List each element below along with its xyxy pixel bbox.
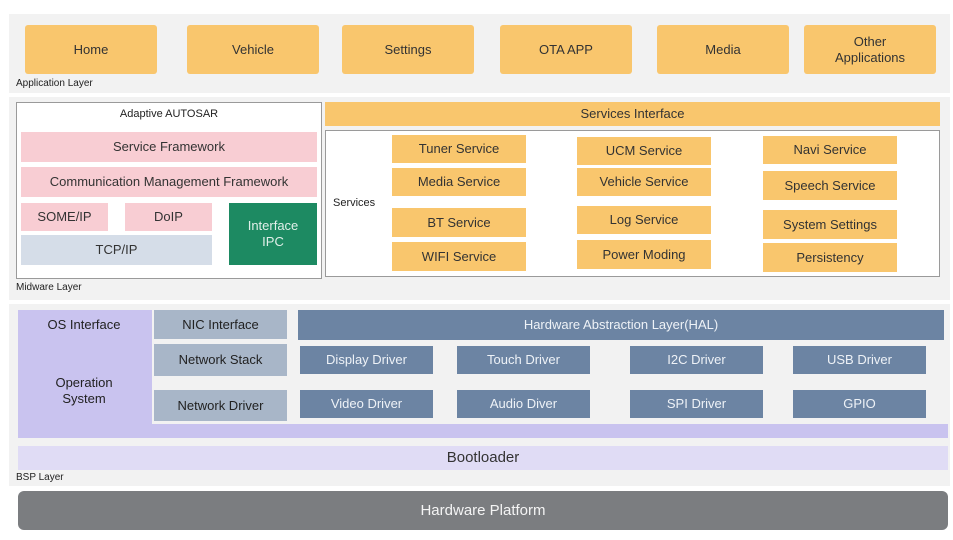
application-layer xyxy=(9,14,950,93)
bsp-layer-label: BSP Layer xyxy=(16,472,64,483)
hal[interactable]: Hardware Abstraction Layer(HAL) xyxy=(298,310,944,340)
touch-driver[interactable]: Touch Driver xyxy=(457,346,590,374)
power-moding[interactable]: Power Moding xyxy=(577,240,711,269)
app-other[interactable]: Other Applications xyxy=(804,25,936,74)
services-label: Services xyxy=(333,197,376,209)
vehicle-service[interactable]: Vehicle Service xyxy=(577,168,711,196)
gpio[interactable]: GPIO xyxy=(793,390,926,418)
media-service[interactable]: Media Service xyxy=(392,168,526,196)
bootloader[interactable]: Bootloader xyxy=(18,446,948,470)
adaptive-autosar-title: Adaptive AUTOSAR xyxy=(119,108,219,120)
nic-interface[interactable]: NIC Interface xyxy=(154,310,287,339)
service-framework[interactable]: Service Framework xyxy=(21,132,317,162)
i2c-driver[interactable]: I2C Driver xyxy=(630,346,763,374)
video-driver[interactable]: Video Driver xyxy=(300,390,433,418)
someip[interactable]: SOME/IP xyxy=(21,203,108,231)
communication-management-framework[interactable]: Communication Management Framework xyxy=(21,167,317,197)
app-vehicle[interactable]: Vehicle xyxy=(187,25,319,74)
tcpip[interactable]: TCP/IP xyxy=(21,235,212,265)
network-stack[interactable]: Network Stack xyxy=(154,344,287,376)
persistency[interactable]: Persistency xyxy=(763,243,897,272)
log-service[interactable]: Log Service xyxy=(577,206,711,234)
system-settings[interactable]: System Settings xyxy=(763,210,897,239)
usb-driver[interactable]: USB Driver xyxy=(793,346,926,374)
ucm-service[interactable]: UCM Service xyxy=(577,137,711,165)
app-media[interactable]: Media xyxy=(657,25,789,74)
tuner-service[interactable]: Tuner Service xyxy=(392,135,526,163)
network-driver[interactable]: Network Driver xyxy=(154,390,287,421)
display-driver[interactable]: Display Driver xyxy=(300,346,433,374)
app-home[interactable]: Home xyxy=(25,25,157,74)
doip[interactable]: DoIP xyxy=(125,203,212,231)
audio-driver[interactable]: Audio Diver xyxy=(457,390,590,418)
wifi-service[interactable]: WIFI Service xyxy=(392,242,526,271)
app-ota[interactable]: OTA APP xyxy=(500,25,632,74)
app-settings[interactable]: Settings xyxy=(342,25,474,74)
speech-service[interactable]: Speech Service xyxy=(763,171,897,200)
hardware-platform[interactable]: Hardware Platform xyxy=(18,491,948,530)
os-interface[interactable]: OS Interface xyxy=(18,310,150,339)
midware-layer-label: Midware Layer xyxy=(16,282,82,293)
navi-service[interactable]: Navi Service xyxy=(763,136,897,164)
bt-service[interactable]: BT Service xyxy=(392,208,526,237)
operation-system[interactable]: Operation System xyxy=(18,343,150,438)
application-layer-label: Application Layer xyxy=(16,78,93,89)
services-interface[interactable]: Services Interface xyxy=(325,102,940,126)
spi-driver[interactable]: SPI Driver xyxy=(630,390,763,418)
interface-ipc[interactable]: Interface IPC xyxy=(229,203,317,265)
